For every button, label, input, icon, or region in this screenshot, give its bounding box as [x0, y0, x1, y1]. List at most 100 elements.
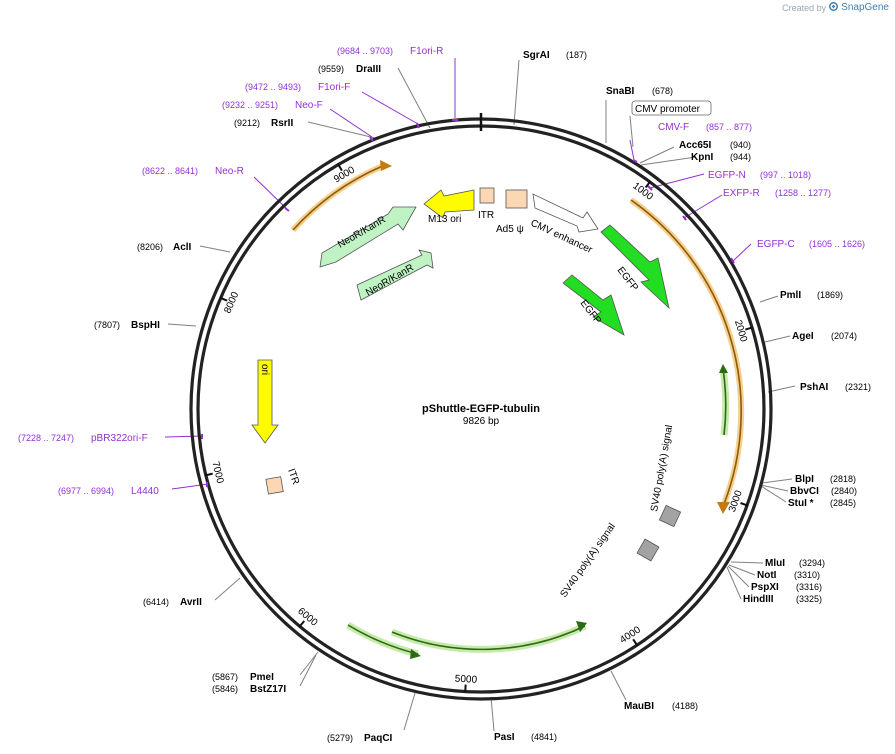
- site-name-bsphi: BspHI: [131, 320, 160, 331]
- scale-tick-label: 5000: [455, 674, 478, 686]
- site-name-sgrai: SgrAI: [523, 50, 550, 61]
- orange-arc-right-head: [717, 502, 730, 514]
- site-pos-snabi: (678): [652, 86, 673, 96]
- site-pos-paqci: (5279): [327, 733, 353, 743]
- primer-range-exfp-r: (1258 .. 1277): [775, 188, 831, 198]
- primer-range-neo-r: (8622 .. 8641): [142, 166, 198, 176]
- primer-name-egfp-c: EGFP-C: [757, 239, 795, 250]
- itr-box-top: [479, 187, 495, 204]
- green-arc-bottom-head: [576, 621, 587, 632]
- plasmid-length: 9826 bp: [463, 416, 500, 427]
- site-name-agei: AgeI: [792, 331, 814, 342]
- primer-range-egfp-c: (1605 .. 1626): [809, 239, 865, 249]
- site-pos-pmei: (5867): [212, 672, 238, 682]
- site-name-maubi: MauBI: [624, 701, 654, 712]
- neokanr-arrow-inner: [356, 249, 434, 301]
- created-by-text: Created by: [782, 2, 827, 13]
- m13-ori-arrow: [423, 189, 475, 219]
- site-pos-acc65i: (940): [730, 140, 751, 150]
- site-pos-hindiii: (3325): [796, 594, 822, 604]
- site-pos-noti: (3310): [794, 570, 820, 580]
- primer-range-egfp-n: (997 .. 1018): [760, 170, 811, 180]
- site-name-mlui: MluI: [765, 558, 785, 569]
- primer-leader-cmv-f: [629, 139, 635, 161]
- site-name-kpni: KpnI: [691, 152, 713, 163]
- feature-label-itr-bottom: ITR: [285, 467, 301, 486]
- snapgene-credit: Created by SnapGene: [782, 2, 889, 13]
- site-pos-bbvci: (2840): [831, 486, 857, 496]
- site-pos-blpi: (2818): [830, 474, 856, 484]
- site-pos-pasi: (4841): [531, 732, 557, 742]
- sv40-polya-box-1: [658, 504, 682, 528]
- feature-label-sv40-polya-1: SV40 poly(A) signal: [649, 424, 675, 512]
- feature-label-egfp-outer: EGFP: [615, 265, 641, 293]
- scale-tick-label: 7000: [209, 460, 225, 485]
- ori-arrow: [251, 359, 279, 444]
- site-name-pmei: PmeI: [250, 672, 274, 683]
- primer-bar-cmv-f: [632, 159, 638, 163]
- site-pos-bstz17i: (5846): [212, 684, 238, 694]
- primer-name-pbr322ori-f: pBR322ori-F: [91, 433, 148, 444]
- site-name-bstz17i: BstZ17I: [250, 684, 286, 695]
- scale-tick-label: 2000: [732, 319, 749, 344]
- orange-arc-right-halo: [629, 197, 745, 506]
- snapgene-logo-icon: [829, 2, 839, 13]
- scale-tick: [204, 472, 213, 477]
- site-pos-pspxi: (3316): [796, 582, 822, 592]
- primer-name-f1ori-r: F1ori-R: [410, 46, 443, 57]
- site-name-pasi: PasI: [494, 732, 515, 743]
- primer-name-neo-r: Neo-R: [215, 166, 244, 177]
- site-name-stui: StuI *: [788, 498, 814, 509]
- orange-arc-left-head: [380, 160, 392, 171]
- primer-range-f1ori-f: (9472 .. 9493): [245, 82, 301, 92]
- site-name-rsrii: RsrII: [271, 118, 293, 129]
- feature-label-ori: ori: [259, 364, 270, 375]
- site-pos-bsphi: (7807): [94, 320, 120, 330]
- primer-bar-exfp-r: [682, 215, 687, 221]
- green-arc-bottom: [391, 625, 586, 651]
- scale-tick: [644, 180, 652, 189]
- ad5-psi-box: [505, 189, 528, 209]
- site-name-draiii: DraIII: [356, 64, 381, 75]
- site-name-acc65i: Acc65I: [679, 140, 711, 151]
- feature-label-sv40-polya-2: SV40 poly(A) signal: [558, 521, 617, 599]
- cmv-promoter-box: [631, 100, 712, 116]
- primer-bar-egfp-n: [647, 185, 653, 191]
- egfp-arrow-inner: [562, 274, 625, 336]
- site-pos-rsrii: (9212): [234, 118, 260, 128]
- orange-arc-right: [630, 199, 742, 505]
- site-pos-kpni: (944): [730, 152, 751, 162]
- neokanr-arrow-outer: [319, 206, 417, 268]
- site-name-paqci: PaqCI: [364, 733, 393, 744]
- egfp-arrow-outer: [600, 224, 670, 310]
- site-pos-maubi: (4188): [672, 701, 698, 711]
- site-pos-pshai: (2321): [845, 382, 871, 392]
- orange-arc-left: [292, 164, 386, 231]
- site-pos-avrii: (6414): [143, 597, 169, 607]
- site-name-pspxi: PspXI: [751, 582, 779, 593]
- scale-tick: [337, 163, 343, 172]
- site-name-pshai: PshAI: [800, 382, 829, 393]
- site-name-noti: NotI: [757, 570, 777, 581]
- primer-name-f1ori-f: F1ori-F: [318, 82, 350, 93]
- primer-range-neo-f: (9232 .. 9251): [222, 100, 278, 110]
- primer-bar-egfp-c: [730, 257, 735, 264]
- primer-name-exfp-r: EXFP-R: [723, 188, 760, 199]
- itr-box-bottom: [265, 476, 284, 495]
- primer-bar-neo-r: [284, 207, 290, 212]
- cmv-enhancer-arrow: [532, 193, 599, 233]
- site-pos-draiii: (9559): [318, 64, 344, 74]
- feature-label-itr-top: ITR: [478, 210, 494, 221]
- green-arc-right-head: [719, 364, 728, 373]
- site-name-acli: AclI: [173, 242, 192, 253]
- site-pos-pmli: (1869): [817, 290, 843, 300]
- primer-name-cmv-f: CMV-F: [658, 122, 689, 133]
- feature-label-cmv-promoter: CMV promoter: [635, 104, 701, 115]
- scale-tick: [219, 296, 228, 302]
- plasmid-name: pShuttle-EGFP-tubulin: [422, 403, 540, 415]
- primer-range-l4440: (6977 .. 6994): [58, 486, 114, 496]
- site-pos-mlui: (3294): [799, 558, 825, 568]
- primer-range-cmv-f: (857 .. 877): [706, 122, 752, 132]
- site-pos-sgrai: (187): [566, 50, 587, 60]
